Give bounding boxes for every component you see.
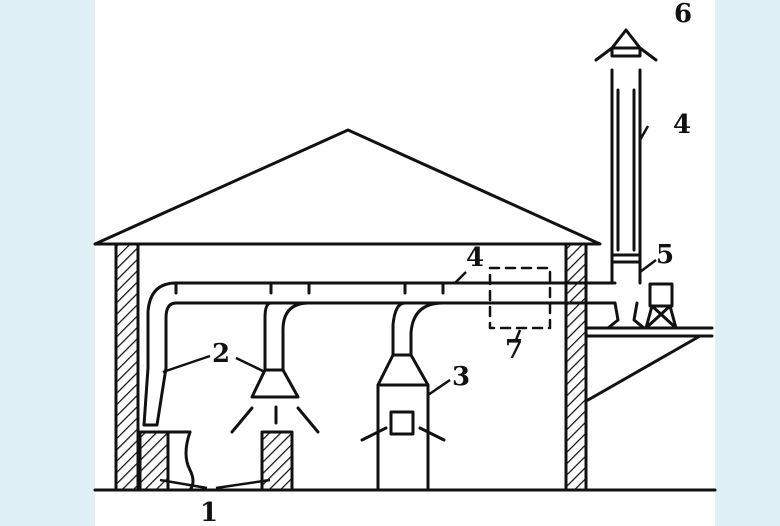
left-wall bbox=[114, 242, 140, 492]
enclosure-flow-lines bbox=[360, 426, 446, 442]
fan-box bbox=[488, 266, 552, 330]
main-duct bbox=[174, 281, 617, 305]
enclosure-down-duct bbox=[391, 301, 445, 357]
label-7: 7 bbox=[505, 335, 523, 365]
suspended-hood bbox=[250, 368, 300, 399]
fan-motor bbox=[648, 282, 674, 308]
enclosure-window bbox=[389, 410, 415, 436]
side-hood bbox=[142, 366, 168, 427]
left-down-duct bbox=[146, 281, 178, 370]
platform bbox=[584, 326, 714, 402]
label-4-duct: 4 bbox=[466, 243, 484, 273]
hood-flow-lines bbox=[230, 405, 320, 434]
label-3: 3 bbox=[452, 362, 470, 392]
motor-stand bbox=[644, 304, 678, 330]
right-wall bbox=[564, 242, 588, 492]
chimney-stack bbox=[610, 68, 642, 285]
enclosure-body bbox=[376, 383, 430, 492]
label-6: 6 bbox=[674, 0, 692, 29]
middle-down-duct bbox=[263, 301, 311, 372]
label-2: 2 bbox=[212, 339, 230, 369]
chimney-cap bbox=[594, 28, 658, 62]
label-5: 5 bbox=[656, 240, 674, 270]
label-4-chimney: 4 bbox=[673, 110, 691, 140]
roof bbox=[93, 128, 602, 246]
leader-lines bbox=[159, 125, 657, 490]
source-middle bbox=[260, 430, 294, 492]
label-1: 1 bbox=[200, 498, 218, 526]
duct-supports bbox=[174, 281, 445, 295]
